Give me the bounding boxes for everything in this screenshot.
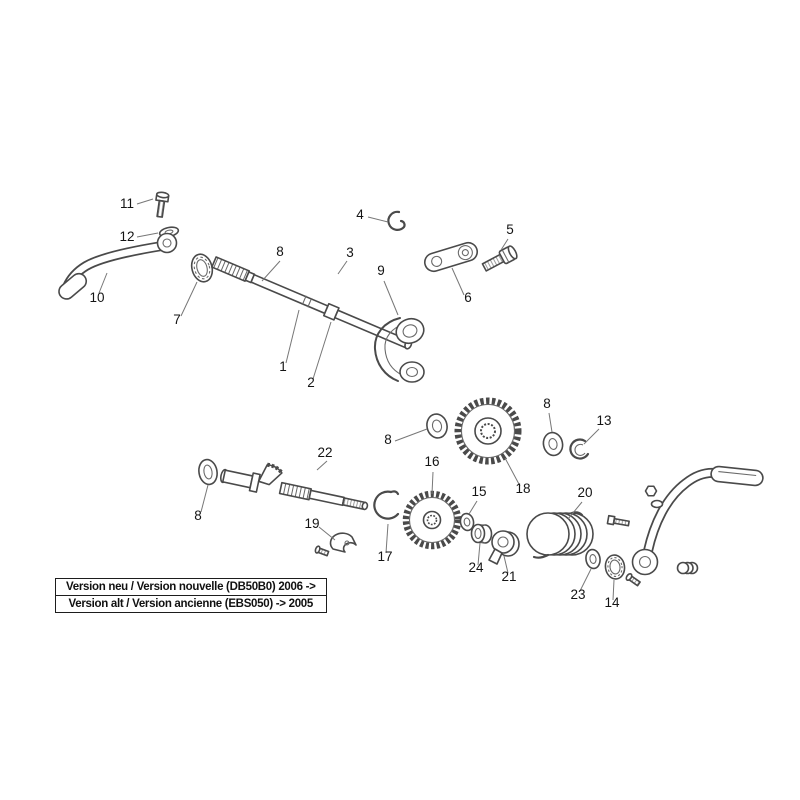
washer-icon (426, 413, 448, 439)
gear-shift-shaft (211, 256, 413, 350)
kickstart-lever (606, 465, 764, 587)
label-8c: 8 (543, 396, 551, 411)
version-note-box: Version neu / Version nouvelle (DB50B0) … (55, 578, 327, 613)
shaft-bracket (373, 317, 425, 383)
label-12: 12 (119, 229, 134, 244)
label-23: 23 (570, 587, 585, 602)
label-17: 17 (377, 549, 392, 564)
circlip-icon (569, 438, 590, 460)
spring-clip-icon (387, 210, 406, 231)
gear-shift-lever (58, 232, 178, 300)
bolt-icon (155, 191, 170, 218)
small-spring-icon (676, 561, 699, 575)
washer-icon (650, 499, 664, 509)
leader-lines (98, 198, 615, 601)
label-1: 1 (279, 359, 287, 374)
label-6: 6 (464, 290, 472, 305)
label-15: 15 (471, 484, 486, 499)
driven-gear (454, 397, 522, 465)
label-10: 10 (89, 290, 104, 305)
washer-icon (459, 512, 475, 532)
clamp-piece (314, 532, 357, 557)
label-22: 22 (317, 445, 332, 460)
label-3: 3 (346, 245, 354, 260)
label-20: 20 (577, 485, 592, 500)
label-19: 19 (304, 516, 319, 531)
label-8b: 8 (384, 432, 392, 447)
version-old-line: Version alt / Version ancienne (EBS050) … (56, 595, 326, 612)
label-2: 2 (307, 375, 315, 390)
label-5: 5 (506, 222, 514, 237)
washer-icon (585, 548, 601, 570)
version-new-line: Version neu / Version nouvelle (DB50B0) … (66, 581, 316, 593)
kickstart-gear (402, 490, 462, 550)
part-labels: 11 12 10 7 8 3 4 5 6 9 1 2 8 16 18 8 13 … (89, 196, 620, 610)
shaft-seal-icon (190, 253, 214, 283)
label-13: 13 (596, 413, 611, 428)
label-9: 9 (377, 263, 385, 278)
label-21: 21 (501, 569, 516, 584)
bushing-icon (470, 523, 493, 544)
label-16: 16 (424, 454, 439, 469)
seal-icon (198, 458, 218, 486)
label-24: 24 (468, 560, 484, 575)
label-14: 14 (604, 595, 620, 610)
parts-group (58, 191, 764, 587)
label-11: 11 (120, 196, 134, 211)
seal-icon (604, 554, 626, 580)
label-4: 4 (356, 207, 364, 222)
label-18: 18 (515, 481, 530, 496)
spring-clip-icon (373, 490, 400, 520)
small-bolt-icon (606, 514, 630, 527)
washer-icon (542, 431, 564, 457)
pinch-bolt-icon (625, 572, 641, 587)
lever-plate (423, 241, 479, 273)
return-spring (526, 511, 594, 559)
label-8d: 8 (194, 508, 202, 523)
kickstart-shaft (219, 462, 369, 511)
hex-bolt-icon (481, 245, 518, 272)
nut-icon (644, 485, 658, 497)
label-8a: 8 (276, 244, 284, 259)
ratchet-piece (488, 530, 520, 565)
label-7: 7 (173, 312, 181, 327)
